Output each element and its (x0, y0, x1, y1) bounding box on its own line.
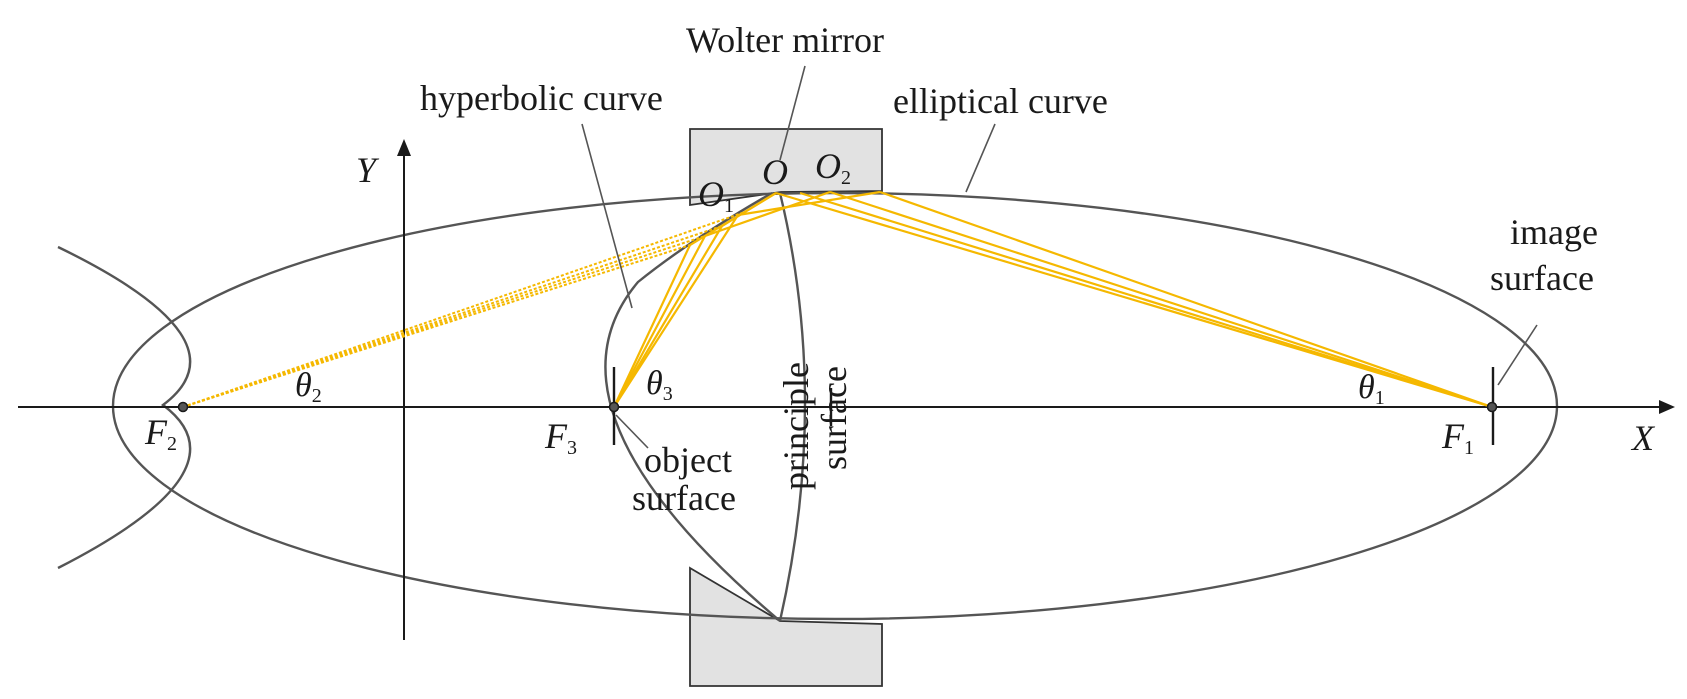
object-surface-label-line2: surface (632, 478, 736, 518)
image-surface-label-line1: image (1510, 212, 1598, 252)
principle-surface-label-line2: surface (814, 366, 854, 470)
virtual-rays (182, 211, 746, 408)
focus-f1-dot (1486, 401, 1498, 413)
focus-f3-dot (608, 401, 620, 413)
point-o-label: O (762, 152, 788, 192)
point-o2-label: O2 (815, 146, 851, 189)
object-surface-leader (615, 414, 649, 449)
y-axis-label: Y (356, 150, 380, 190)
image-surface-label-line2: surface (1490, 258, 1594, 298)
hyperbolic-curve-label: hyperbolic curve (420, 78, 663, 118)
x-axis-label: X (1630, 418, 1656, 458)
focus-f2-dot (177, 401, 189, 413)
y-axis-arrowhead (397, 139, 411, 156)
angle-theta2-label: θ2 (295, 367, 322, 407)
reflected-rays (613, 190, 1493, 409)
hyperbolic-curve-leader (581, 123, 633, 309)
hyperbolic-curve (604, 191, 781, 622)
focus-f1-label: F1 (1441, 416, 1474, 459)
wolter-mirror-leader (779, 65, 806, 161)
object-surface-label-line1: object (644, 440, 732, 480)
angle-theta3-label: θ3 (646, 365, 673, 405)
image-surface-leader (1497, 324, 1538, 386)
elliptical-curve-label: elliptical curve (893, 81, 1108, 121)
angle-theta1-label: θ1 (1358, 369, 1385, 409)
point-o1-label: O1 (698, 174, 734, 217)
focus-f2-label: F2 (144, 412, 177, 455)
principle-surface-label-line1: principle (776, 362, 816, 490)
wolter-mirror-lower-block (689, 566, 883, 687)
elliptical-curve-leader (965, 123, 996, 193)
x-axis-arrowhead (1659, 400, 1675, 414)
principle-surface-curve (778, 192, 807, 622)
focus-f3-label: F3 (544, 416, 577, 459)
wolter-mirror-label: Wolter mirror (686, 20, 884, 60)
left-hyperbola-branch (57, 245, 192, 570)
